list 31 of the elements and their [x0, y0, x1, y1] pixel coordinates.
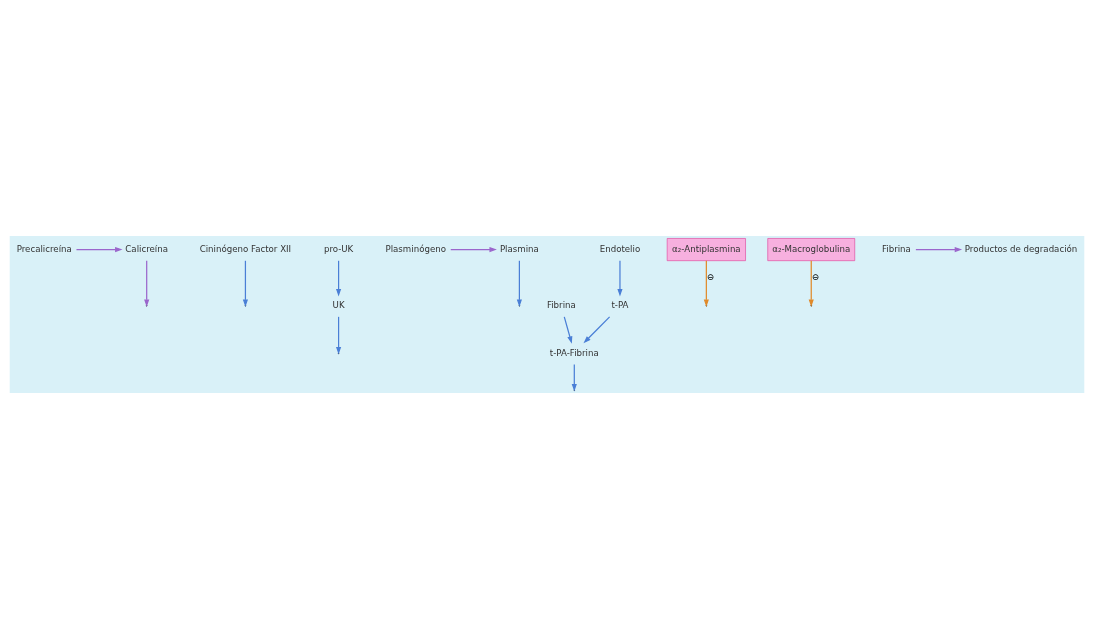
edge-label: ⊖	[706, 271, 714, 282]
arrow	[563, 316, 573, 344]
node-text: Productos de degradación	[964, 243, 1078, 254]
node-text: Cininógeno Factor XII	[199, 243, 292, 254]
arrow	[336, 260, 342, 297]
arrow	[915, 247, 963, 253]
arrow	[516, 260, 522, 307]
arrow	[808, 260, 814, 307]
node-text: Plasminógeno	[385, 243, 446, 254]
node-text: Precalicreína	[16, 243, 72, 254]
node-box: α₂-Macroglobulina	[767, 238, 856, 261]
arrow	[571, 363, 577, 392]
arrow	[617, 260, 623, 297]
node-text: t-PA-Fibrina	[549, 347, 599, 358]
arrow	[450, 247, 497, 253]
arrow	[144, 260, 150, 307]
node-text: t-PA	[611, 300, 629, 311]
node-box: α₂-Antiplasmina	[666, 238, 746, 261]
edge-label: ⊖	[811, 271, 819, 282]
node-text: Plasmina	[499, 243, 539, 254]
node-text: Fibrina	[881, 243, 911, 254]
node-text: Fibrina	[546, 300, 576, 311]
node-text: Endotelio	[599, 243, 641, 254]
node-text: Calicreína	[125, 243, 169, 254]
arrow	[336, 316, 342, 355]
node-text: UK	[332, 300, 345, 311]
arrow	[75, 247, 123, 253]
arrow	[703, 260, 709, 307]
node-text: pro-UK	[323, 243, 354, 254]
arrow	[583, 316, 611, 344]
arrow	[242, 260, 248, 307]
